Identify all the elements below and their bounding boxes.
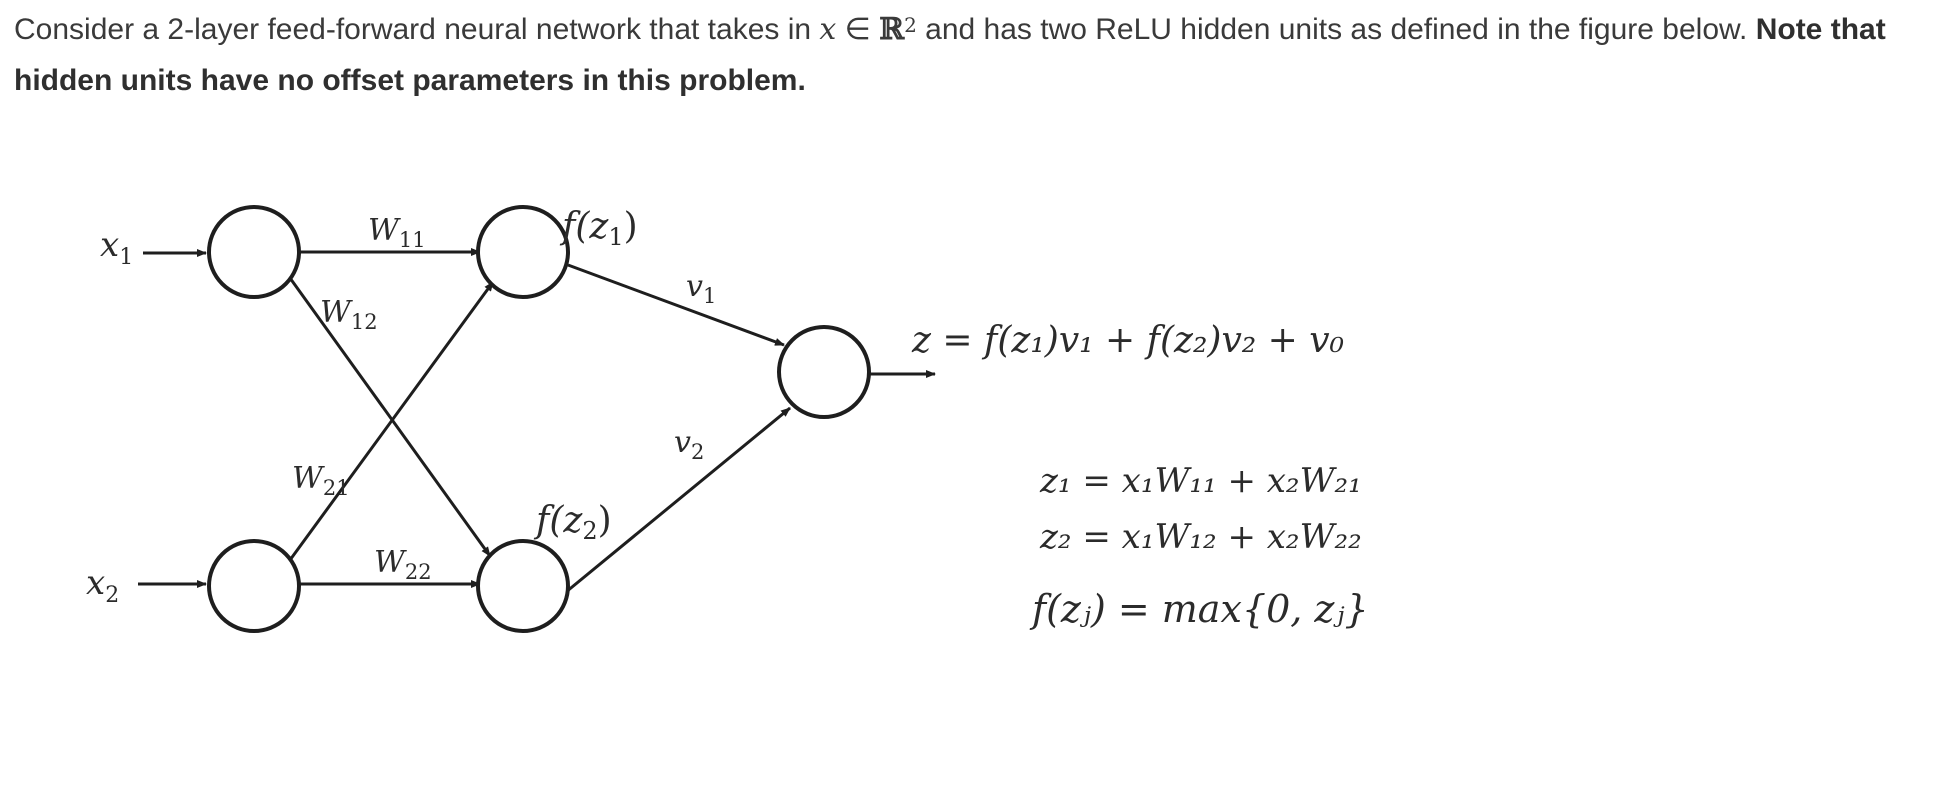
- label-w12: W12: [320, 295, 378, 334]
- equation-z1: z₁ = x₁W₁₁ + x₂W₂₁: [1039, 461, 1362, 501]
- edge-v1: [567, 263, 785, 347]
- label-w21: W21: [292, 461, 350, 500]
- hidden-node-1: [476, 205, 570, 299]
- bold-note: Note that hidden units have no offset pa…: [14, 13, 1886, 97]
- intro-text-after: and has two ReLU hidden units as defined…: [916, 13, 1756, 46]
- label-x2: x2: [86, 563, 119, 608]
- label-x1: x1: [100, 225, 133, 270]
- edge-w21: [288, 281, 495, 561]
- edge-v2: [565, 406, 791, 594]
- real-set-symbol: ℝ: [879, 12, 905, 47]
- intro-text-before: Consider a 2-layer feed-forward neural n…: [14, 13, 820, 46]
- label-f-z2: f(z2): [533, 500, 612, 545]
- label-v2: v2: [674, 425, 704, 464]
- output-equation: z = f(z₁)v₁ + f(z₂)v₂ + v₀: [911, 320, 1344, 361]
- hidden-node-2: [476, 539, 570, 633]
- equation-z2: z₂ = x₁W₁₂ + x₂W₂₂: [1039, 517, 1362, 557]
- label-w22: W22: [374, 545, 432, 584]
- label-v1: v1: [686, 269, 716, 308]
- problem-statement: Consider a 2-layer feed-forward neural n…: [14, 4, 1924, 106]
- label-f-z1: f(z1): [559, 206, 638, 251]
- equation-relu: f(zⱼ) = max{0, zⱼ}: [1029, 587, 1369, 631]
- x-variable: x: [819, 12, 837, 47]
- input-node-2: [207, 539, 301, 633]
- set-exponent: 2: [904, 13, 917, 37]
- edge-w12: [288, 277, 492, 557]
- input-node-1: [207, 205, 301, 299]
- label-w11: W11: [368, 213, 426, 252]
- member-symbol: ∈: [836, 13, 880, 46]
- output-node: [777, 325, 871, 419]
